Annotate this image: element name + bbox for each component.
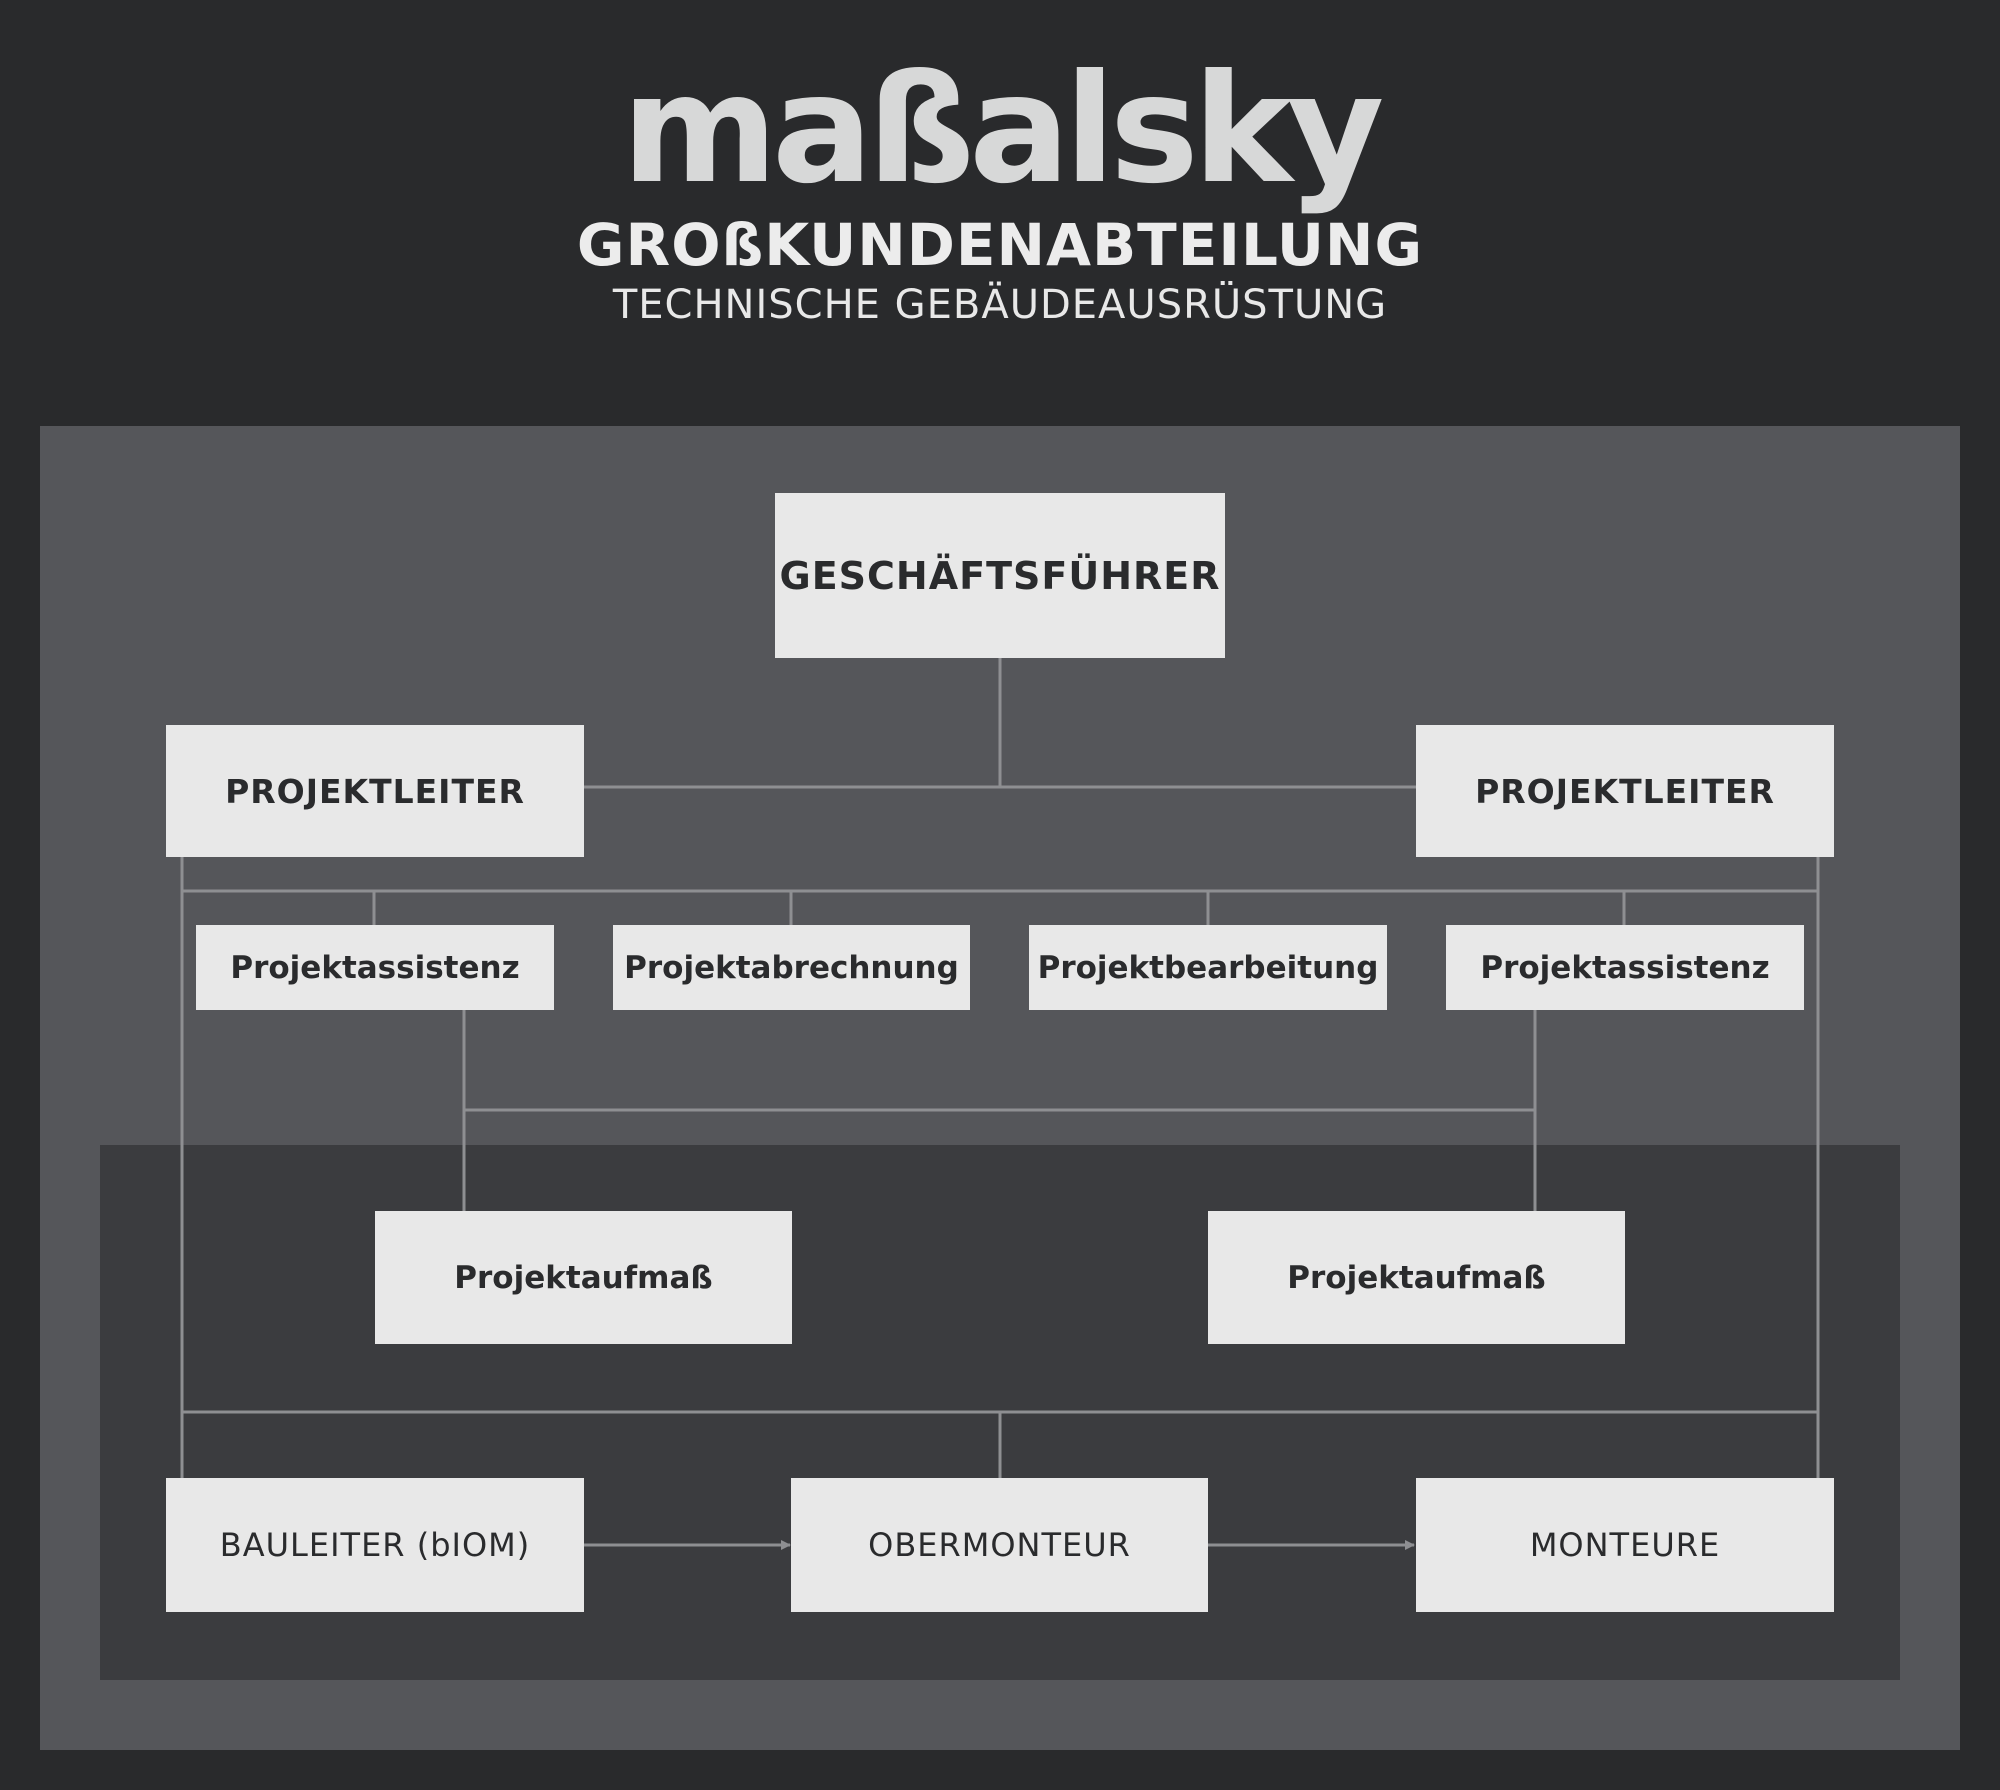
- box-project-assistant-left: Projektassistenz: [196, 925, 554, 1010]
- box-project-processing: Projektbearbeitung: [1029, 925, 1387, 1010]
- box-project-assistant-right: Projektassistenz: [1446, 925, 1804, 1010]
- box-project-lead-left: PROJEKTLEITER: [166, 725, 584, 857]
- box-managing-director: GESCHÄFTSFÜHRER: [775, 493, 1225, 658]
- box-site-manager: BAULEITER (bIOM): [166, 1478, 584, 1612]
- box-project-billing: Projektabrechnung: [613, 925, 970, 1010]
- box-foreman: OBERMONTEUR: [791, 1478, 1208, 1612]
- company-logo: maßalsky: [621, 43, 1385, 217]
- box-measurement-left: Projektaufmaß: [375, 1211, 792, 1344]
- box-fitters: MONTEURE: [1416, 1478, 1834, 1612]
- page-subtitle: TECHNISCHE GEBÄUDEAUSRÜSTUNG: [612, 282, 1388, 328]
- box-measurement-right: Projektaufmaß: [1208, 1211, 1625, 1344]
- box-project-lead-right: PROJEKTLEITER: [1416, 725, 1834, 857]
- page-title: GROßKUNDENABTEILUNG: [576, 211, 1424, 279]
